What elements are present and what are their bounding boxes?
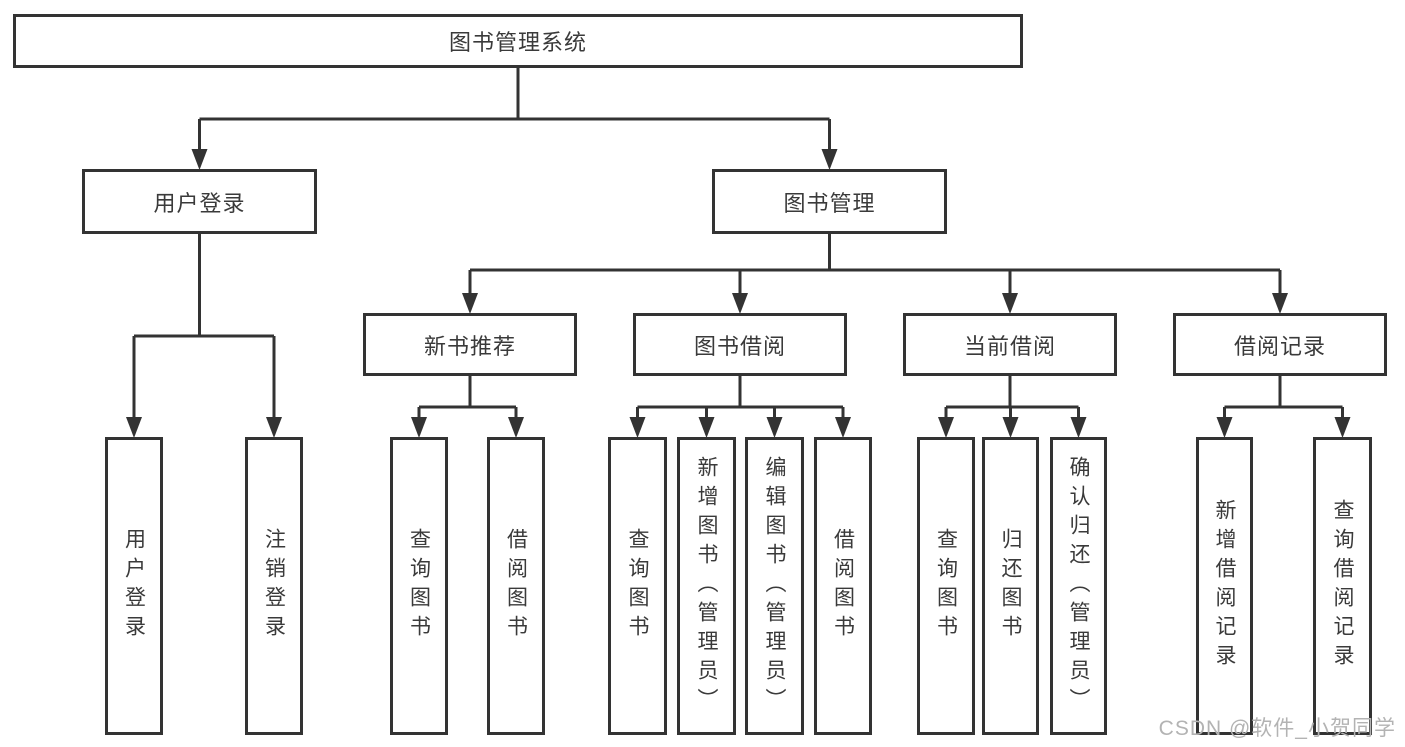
node-leaf-add-books-admin: 新增图书（管理员） <box>677 437 736 735</box>
node-root: 图书管理系统 <box>13 14 1023 68</box>
node-leaf-search-books-borrow: 查询图书 <box>608 437 667 735</box>
arrowhead-icon <box>1070 417 1087 438</box>
node-leaf-add-borrow-record: 新增借阅记录 <box>1196 437 1253 735</box>
arrowhead-icon <box>126 417 142 438</box>
node-leaf-return-books: 归还图书 <box>982 437 1039 735</box>
node-book-borrow: 图书借阅 <box>633 313 847 376</box>
node-user-login-group: 用户登录 <box>82 169 317 234</box>
node-label: 借阅记录 <box>1233 333 1326 359</box>
node-leaf-borrow-books-rec: 借阅图书 <box>487 437 545 735</box>
node-current-borrow: 当前借阅 <box>903 313 1117 376</box>
arrowhead-icon <box>1334 417 1351 438</box>
arrowhead-icon <box>1216 417 1233 438</box>
node-label: 用户登录 <box>153 190 246 216</box>
arrowhead-icon <box>821 149 838 170</box>
node-leaf-search-borrow-record: 查询借阅记录 <box>1313 437 1372 735</box>
arrowhead-icon <box>191 149 208 170</box>
arrowhead-icon <box>698 417 715 438</box>
arrowhead-icon <box>1272 293 1288 314</box>
connector-path <box>132 68 1344 422</box>
node-label: 用户登录 <box>122 528 146 644</box>
node-label: 新增借阅记录 <box>1213 499 1236 673</box>
arrowhead-icon <box>508 417 524 438</box>
arrowhead-icon <box>411 417 427 438</box>
node-label: 确认归还（管理员） <box>1067 455 1090 717</box>
arrowhead-icon <box>732 293 748 314</box>
node-leaf-user-login: 用户登录 <box>105 437 163 735</box>
node-book-mgmt-group: 图书管理 <box>712 169 947 234</box>
node-label: 借阅图书 <box>504 528 528 644</box>
node-label: 新书推荐 <box>423 333 516 359</box>
node-label: 新增图书（管理员） <box>695 455 718 717</box>
node-leaf-borrow-books: 借阅图书 <box>814 437 872 735</box>
arrowhead-icon <box>1002 293 1018 314</box>
node-label: 查询图书 <box>934 528 958 644</box>
node-label: 查询图书 <box>626 528 649 644</box>
node-label: 查询借阅记录 <box>1331 499 1354 673</box>
node-leaf-search-books-rec: 查询图书 <box>390 437 448 735</box>
node-label: 图书管理 <box>783 190 876 216</box>
node-label: 查询图书 <box>407 528 431 644</box>
node-leaf-edit-books-admin: 编辑图书（管理员） <box>745 437 804 735</box>
arrowhead-icon <box>766 417 783 438</box>
node-label: 编辑图书（管理员） <box>763 455 786 717</box>
arrowhead-icon <box>835 417 851 438</box>
node-leaf-logout: 注销登录 <box>245 437 303 735</box>
arrowhead-icon <box>462 293 478 314</box>
arrowhead-icon <box>266 417 282 438</box>
watermark: CSDN @软件_小贺同学 <box>1158 717 1396 740</box>
node-leaf-confirm-return-admin: 确认归还（管理员） <box>1050 437 1107 735</box>
node-label: 当前借阅 <box>963 333 1056 359</box>
arrowhead-icon <box>629 417 646 438</box>
node-label: 图书管理系统 <box>448 30 587 55</box>
arrowhead-icon <box>938 417 954 438</box>
node-borrow-records: 借阅记录 <box>1173 313 1387 376</box>
node-label: 借阅图书 <box>831 528 855 644</box>
node-label: 注销登录 <box>262 528 286 644</box>
node-label: 图书借阅 <box>693 333 786 359</box>
node-new-book-rec: 新书推荐 <box>363 313 577 376</box>
node-leaf-search-books-current: 查询图书 <box>917 437 975 735</box>
node-label: 归还图书 <box>999 528 1022 644</box>
arrowhead-icon <box>1002 417 1019 438</box>
